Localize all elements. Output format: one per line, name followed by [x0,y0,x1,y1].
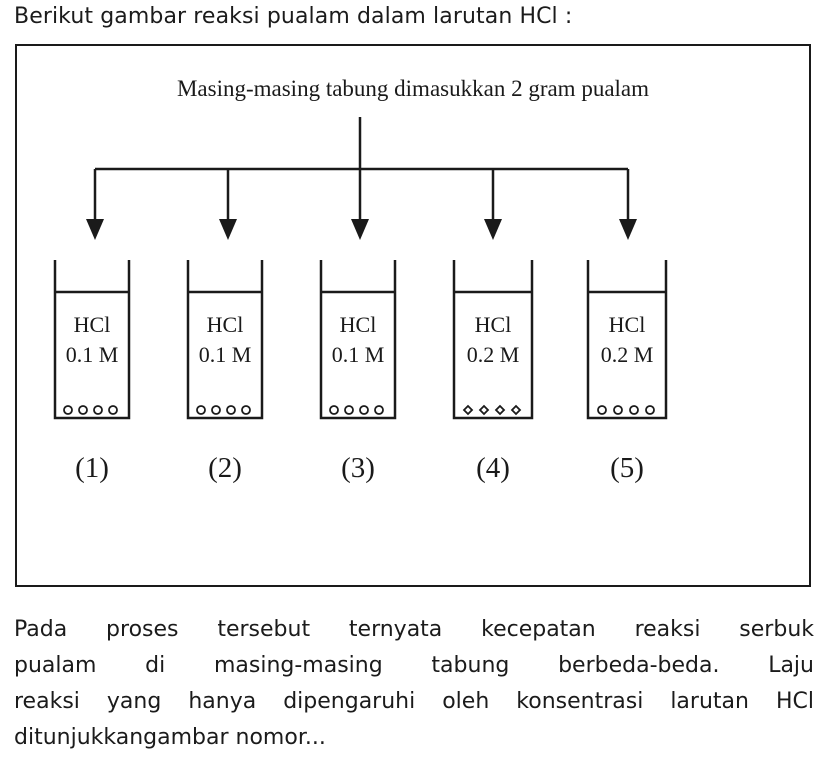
marble-pieces [196,405,251,415]
tube-concentration: 0.2 M [467,342,520,367]
question-text: Pada proses tersebut ternyata kecepatan … [14,612,814,756]
arrow-down-icon [219,219,237,240]
beaker-outline [452,260,534,420]
tube-solute: HCl [609,312,646,337]
tube-number: (3) [341,452,375,484]
tube-solute: HCl [340,312,377,337]
tube-4: HCl 0.2 M (4) [452,260,534,484]
arrow-down-icon [619,219,637,240]
tube-concentration: 0.1 M [199,342,252,367]
tube-solute: HCl [207,312,244,337]
tube-3: HCl 0.1 M (3) [319,260,397,484]
tube-concentration: 0.1 M [332,342,385,367]
tube-concentration: 0.1 M [66,342,119,367]
arrow-down-icon [484,219,502,240]
tube-number: (4) [476,452,510,484]
reaction-figure: Masing-masing tabung dimasukkan 2 gram p… [15,44,811,587]
tube-concentration: 0.2 M [601,342,654,367]
reaction-diagram: Masing-masing tabung dimasukkan 2 gram p… [15,44,811,587]
beaker-outline [186,260,264,420]
intro-text: Berikut gambar reaksi pualam dalam larut… [14,4,573,29]
tube-number: (5) [610,452,644,484]
beaker-outline [586,260,668,420]
distribution-lines [93,117,630,220]
beaker-outline [319,260,397,420]
tube-1: HCl 0.1 M (1) [53,260,131,484]
figure-caption: Masing-masing tabung dimasukkan 2 gram p… [177,76,649,101]
figure-frame [15,44,811,587]
question-line: pualam di masing-masing tabung berbeda-b… [14,653,814,678]
marble-pieces [462,404,522,416]
tube-2: HCl 0.1 M (2) [186,260,264,484]
marble-pieces [63,405,118,415]
question-line: ditunjukkangambar nomor... [14,725,326,750]
arrow-heads [86,219,637,240]
tube-solute: HCl [475,312,512,337]
tube-number: (2) [208,452,242,484]
arrow-down-icon [351,219,369,240]
tube-number: (1) [75,452,109,484]
arrow-down-icon [86,219,104,240]
tube-solute: HCl [74,312,111,337]
beaker-outline [53,260,131,420]
marble-pieces [329,405,384,415]
question-line: Pada proses tersebut ternyata kecepatan … [14,617,814,642]
question-line: reaksi yang hanya dipengaruhi oleh konse… [14,689,814,714]
marble-pieces [597,405,655,415]
tube-5: HCl 0.2 M (5) [586,260,668,484]
